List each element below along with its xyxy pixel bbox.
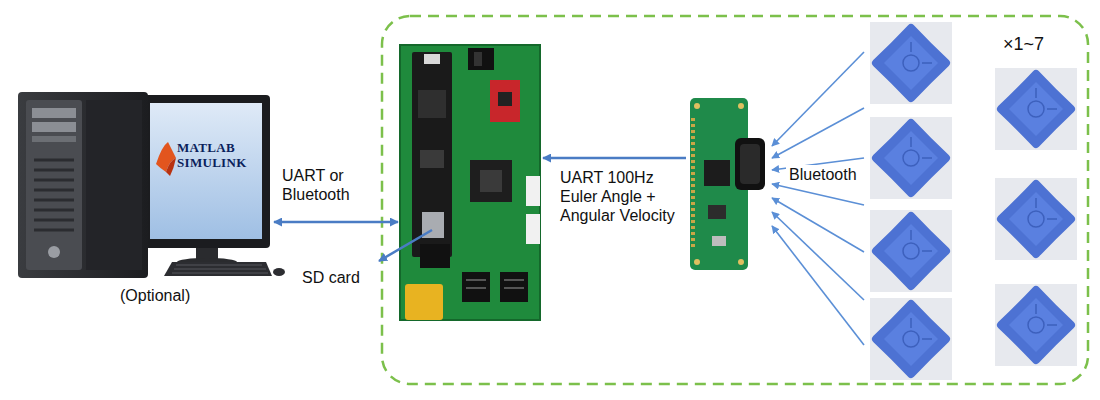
- bluetooth-lines: [772, 52, 864, 345]
- count-label: ×1~7: [1003, 34, 1063, 55]
- link-label-slot: UART or Bluetooth: [282, 166, 374, 204]
- optional-note-slot: (Optional): [120, 286, 240, 305]
- controller-board: [400, 45, 540, 320]
- screen-logo-slot: MATLAB SIMULINK: [177, 140, 261, 170]
- signal-label: UART 100Hz Euler Angle + Angular Velocit…: [560, 168, 690, 225]
- screen-logo: MATLAB SIMULINK: [177, 140, 261, 170]
- count-label-slot: ×1~7: [1003, 34, 1063, 55]
- storage-label: SD card: [302, 268, 382, 287]
- system-region: [382, 16, 1088, 384]
- link-arrow: [274, 221, 398, 224]
- receiver-board: [690, 98, 765, 270]
- link-label: UART or Bluetooth: [282, 166, 374, 204]
- pc-illustration: [18, 92, 285, 278]
- sd-arrow: [379, 230, 432, 261]
- optional-note: (Optional): [120, 286, 240, 305]
- storage-label-slot: SD card: [302, 268, 382, 287]
- wireless-label: Bluetooth: [786, 165, 860, 184]
- wireless-label-slot: Bluetooth: [786, 165, 866, 184]
- signal-label-slot: UART 100Hz Euler Angle + Angular Velocit…: [560, 168, 690, 225]
- imu-sensors: [870, 22, 1077, 380]
- uart-arrow: [543, 157, 686, 160]
- computer: MATLAB SIMULINK (Optional): [10, 82, 275, 318]
